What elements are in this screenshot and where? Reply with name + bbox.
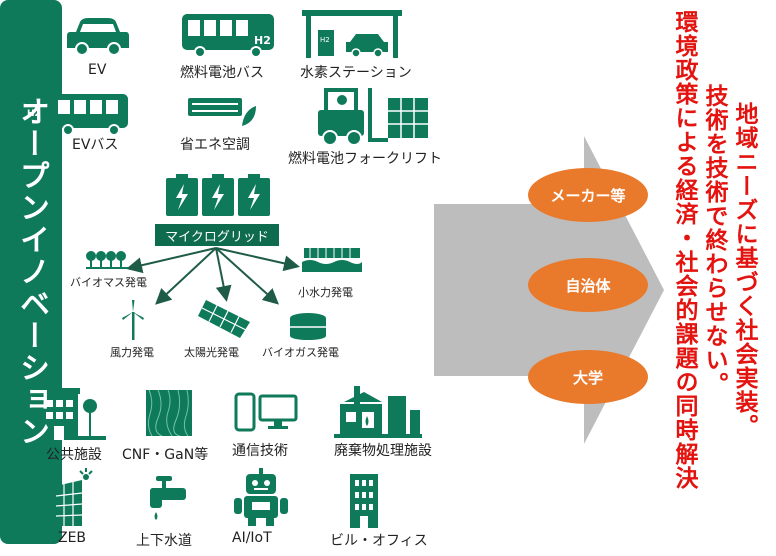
cnf-gan-label: CNF・GaN等 bbox=[122, 447, 209, 463]
hydrogen-station-icon: H2 bbox=[302, 10, 402, 58]
wind-turbine-icon bbox=[122, 300, 144, 340]
svg-text:H2: H2 bbox=[320, 36, 330, 44]
communication-tech-label: 通信技術 bbox=[232, 443, 288, 459]
biogas-label: バイオガス発電 bbox=[262, 346, 339, 359]
public-facility-label: 公共施設 bbox=[46, 447, 102, 463]
svg-text:H2: H2 bbox=[27, 109, 41, 119]
open-innovation-bar: オープンイノベーション bbox=[0, 0, 62, 544]
water-supply-label: 上下水道 bbox=[136, 533, 192, 549]
forklift-label: 燃料電池フォークリフト bbox=[288, 151, 442, 167]
zeb-building-icon bbox=[55, 468, 93, 526]
ev-label: EV bbox=[88, 62, 107, 78]
ev-car-icon bbox=[67, 18, 129, 56]
microgrid-label: マイクログリッド bbox=[155, 224, 279, 246]
small-hydro-label: 小水力発電 bbox=[298, 286, 353, 299]
waste-plant-icon bbox=[334, 386, 422, 438]
solar-panel-icon bbox=[198, 300, 250, 338]
ev-bus-icon: H2 bbox=[24, 94, 128, 136]
technology-text: 技術を技術で終わらせない。 bbox=[701, 84, 727, 396]
biomass-label: バイオマス発電 bbox=[70, 276, 147, 289]
office-building-label: ビル・オフィス bbox=[330, 533, 428, 549]
air-conditioner-icon bbox=[188, 98, 256, 126]
hydrogen-station-label: 水素ステーション bbox=[300, 65, 412, 81]
air-conditioner-label: 省エネ空調 bbox=[180, 137, 250, 153]
biogas-tank-icon bbox=[290, 313, 326, 340]
zeb-label: ZEB bbox=[58, 530, 87, 546]
devices-icon bbox=[234, 392, 298, 432]
office-building-icon bbox=[350, 474, 378, 528]
cnf-material-icon bbox=[146, 390, 192, 436]
solar-label: 太陽光発電 bbox=[184, 346, 239, 359]
faucet-icon bbox=[150, 476, 186, 520]
open-innovation-text: オープンイノベーション bbox=[14, 96, 49, 448]
oval-university: 大学 bbox=[528, 350, 648, 404]
microgrid-arrows bbox=[126, 247, 300, 305]
social-implementation-text: 地域ニーズに基づく社会実装。 bbox=[731, 102, 757, 438]
policy-text: 環境政策による経済・社会的課題の同時解決 bbox=[671, 10, 697, 490]
wind-label: 風力発電 bbox=[110, 346, 154, 359]
oval-maker: メーカー等 bbox=[528, 168, 648, 222]
battery-bank-icon bbox=[166, 174, 270, 216]
oval-municipality: 自治体 bbox=[528, 258, 648, 312]
forklift-icon bbox=[318, 88, 428, 146]
waste-plant-label: 廃棄物処理施設 bbox=[334, 443, 432, 459]
fuel-cell-bus-label: 燃料電池バス bbox=[180, 65, 264, 81]
small-hydro-icon bbox=[302, 248, 362, 272]
fuel-cell-bus-icon: H2 bbox=[182, 14, 274, 58]
ai-iot-label: AI/IoT bbox=[232, 530, 272, 546]
biomass-icon bbox=[86, 251, 128, 269]
svg-text:H2: H2 bbox=[254, 34, 271, 47]
ev-bus-label: EVバス bbox=[72, 137, 119, 153]
public-facility-icon bbox=[32, 388, 106, 440]
robot-icon bbox=[234, 468, 288, 526]
